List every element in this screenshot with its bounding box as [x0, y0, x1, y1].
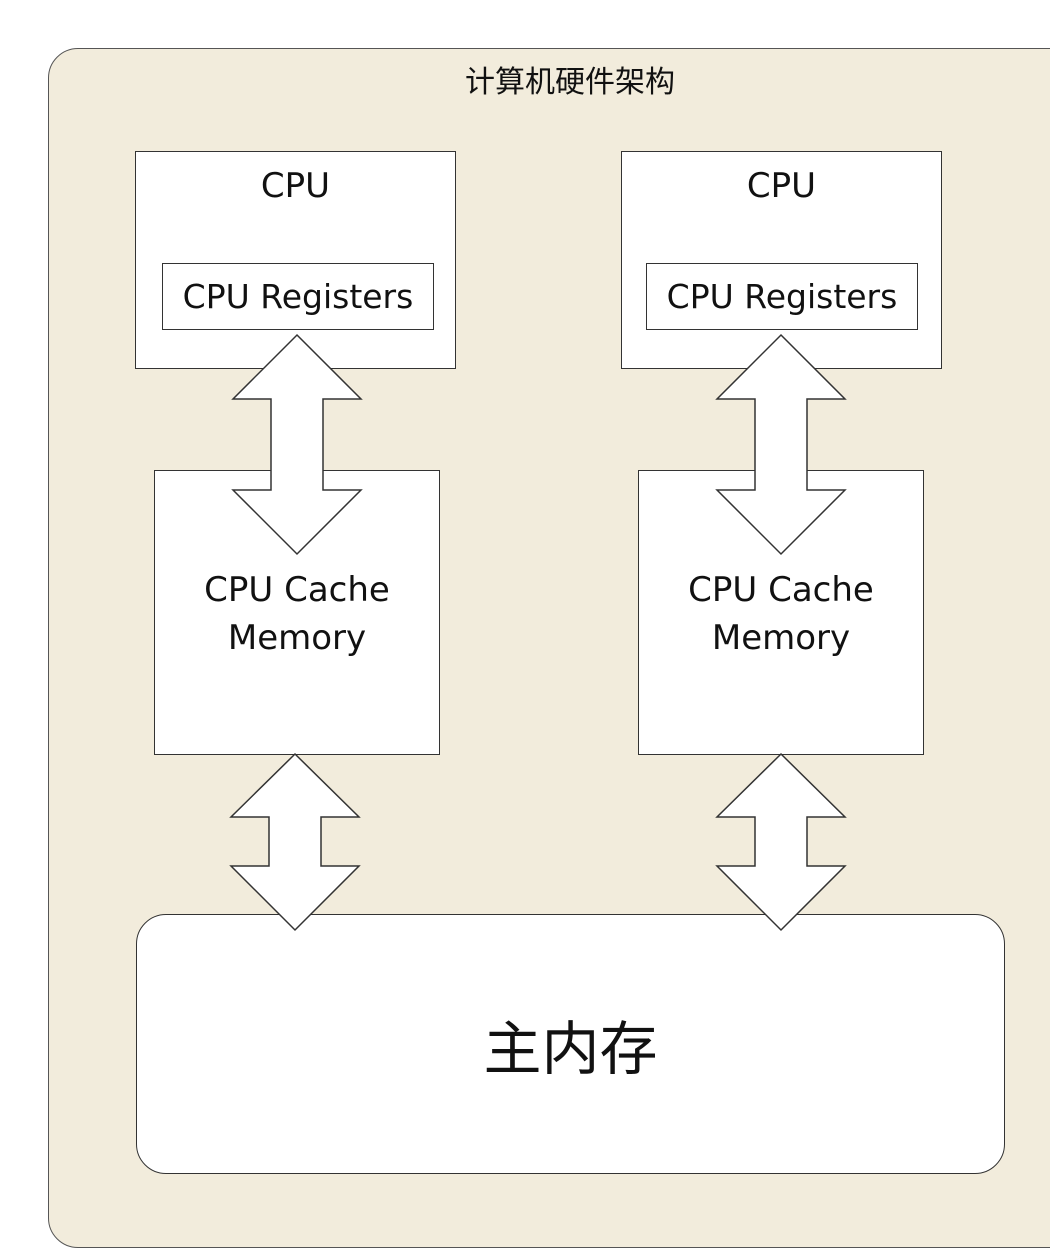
cpu-box-1: CPU — [135, 151, 456, 369]
cpu-label-1: CPU — [260, 166, 331, 206]
cpu-registers-box-2: CPU Registers — [646, 263, 918, 330]
cpu-registers-box-1: CPU Registers — [162, 263, 434, 330]
cpu-cache-label-1: CPU Cache Memory — [155, 566, 439, 662]
main-memory-box: 主内存 — [136, 914, 1005, 1174]
cpu-cache-label-2-line2: Memory — [711, 618, 851, 658]
diagram-title: 计算机硬件架构 — [465, 65, 675, 100]
cpu-cache-label-2-line1: CPU Cache — [688, 570, 874, 610]
cpu-cache-label-1-line2: Memory — [227, 618, 367, 658]
cpu-label-2: CPU — [746, 166, 817, 206]
cpu-cache-box-2: CPU Cache Memory — [638, 470, 924, 755]
cpu-cache-box-1: CPU Cache Memory — [154, 470, 440, 755]
cpu-box-2: CPU — [621, 151, 942, 369]
cpu-cache-label-1-line1: CPU Cache — [204, 570, 390, 610]
cpu-cache-label-2: CPU Cache Memory — [639, 566, 923, 662]
